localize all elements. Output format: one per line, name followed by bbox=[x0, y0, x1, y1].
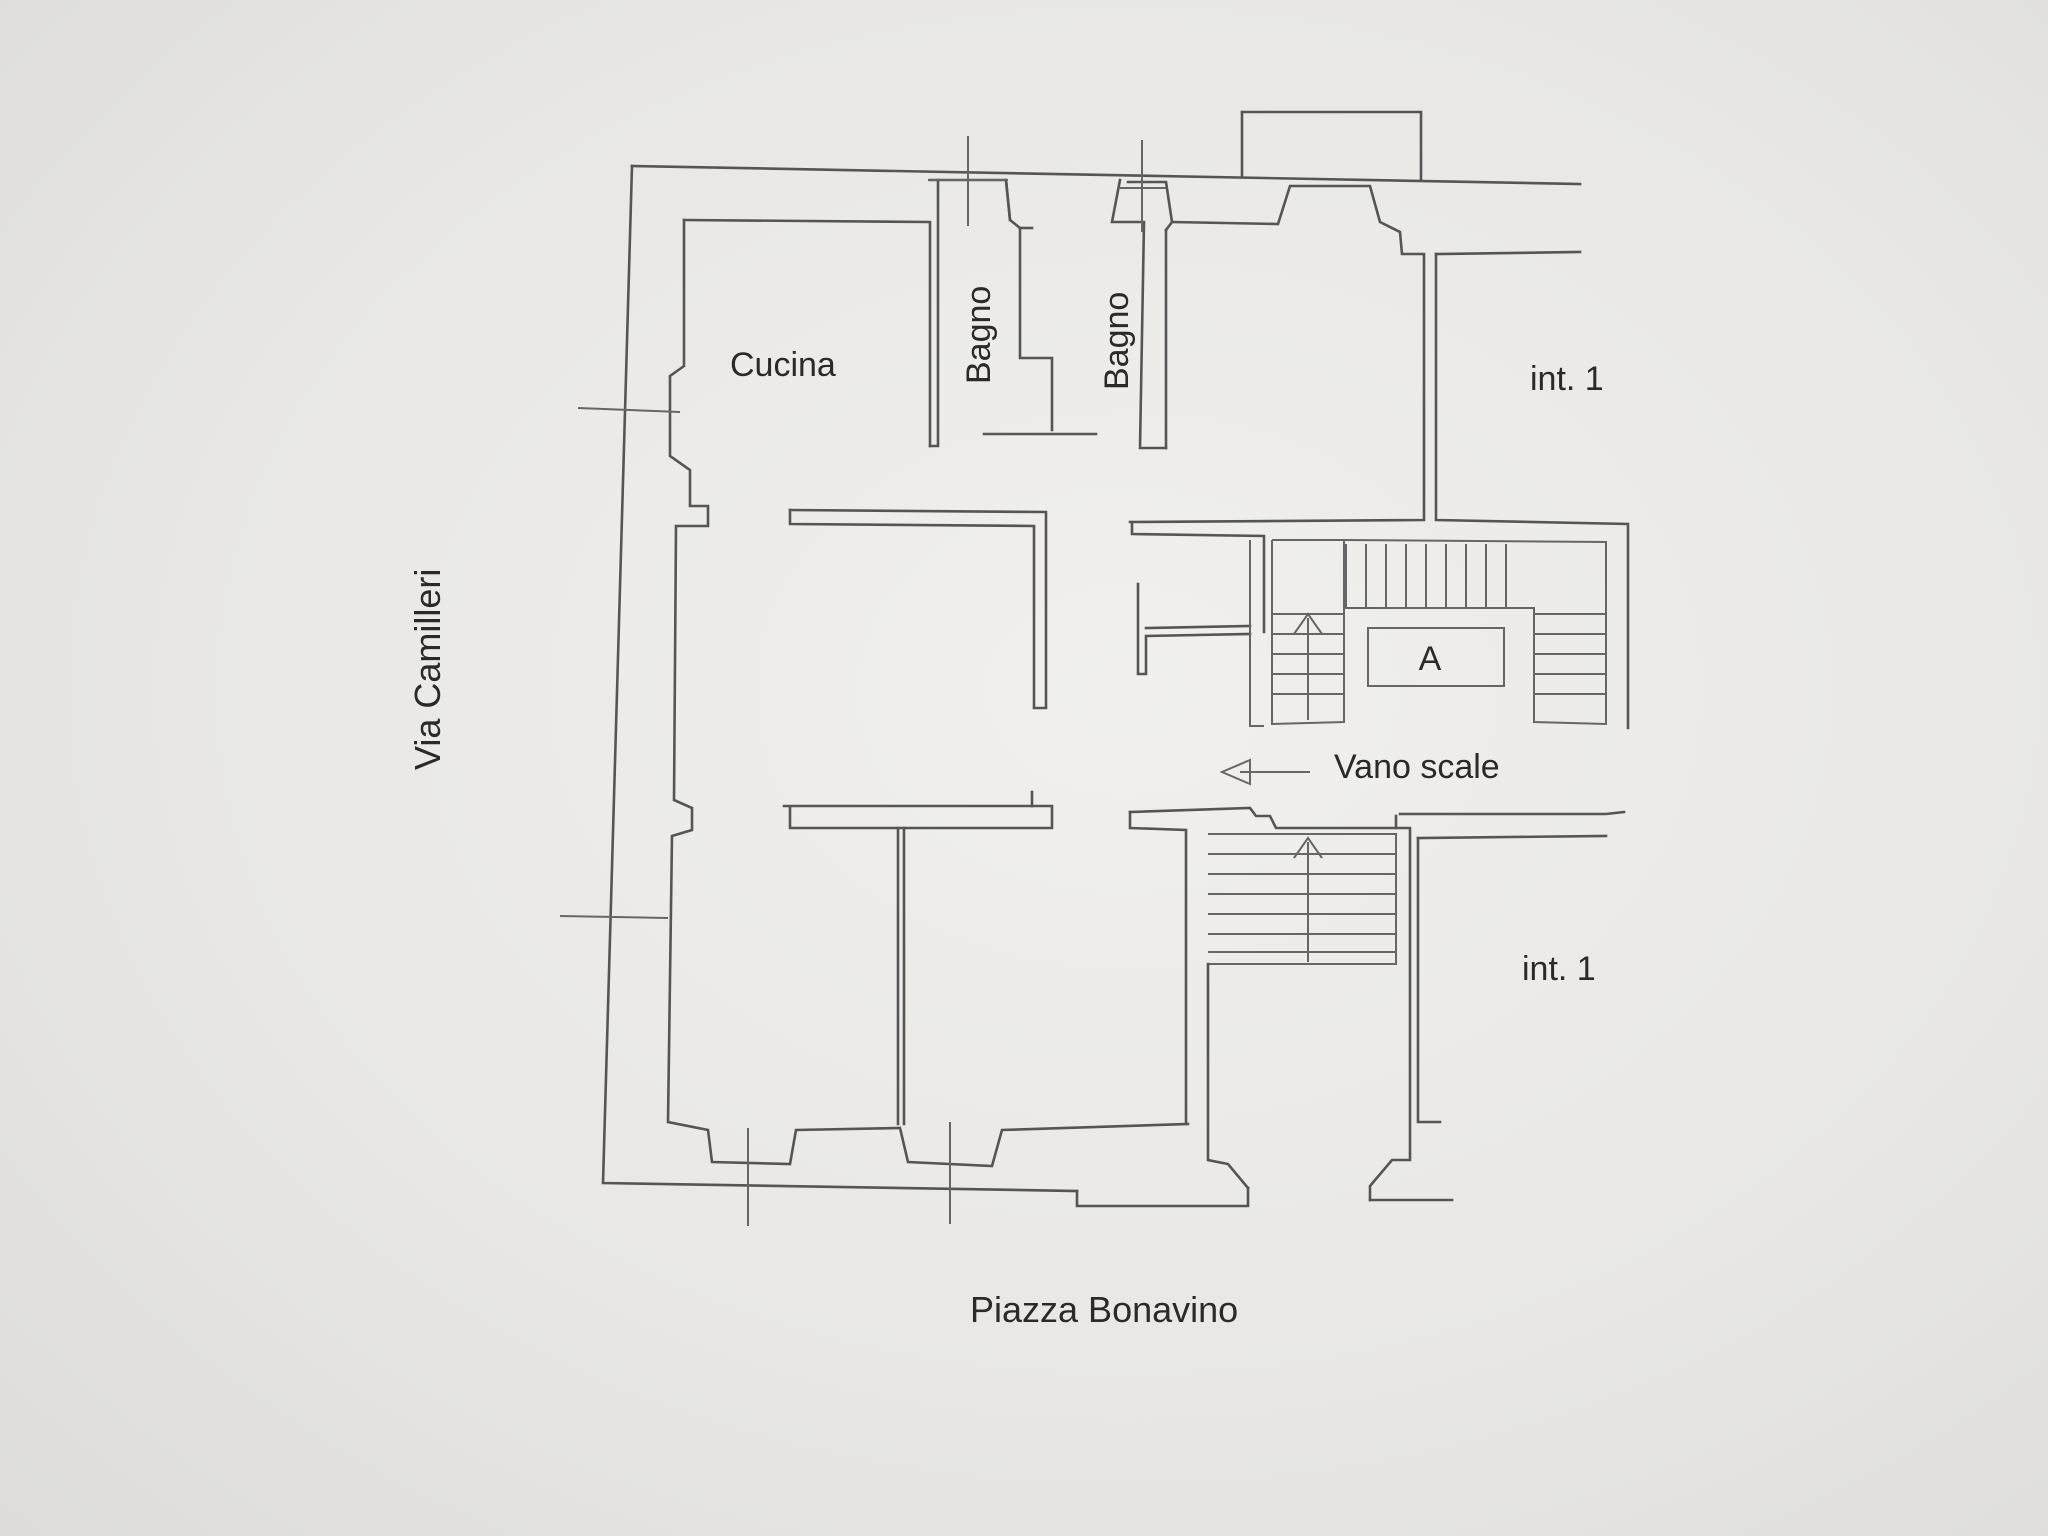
room-labels: Cucina Bagno Bagno int. 1 int. 1 Vano sc… bbox=[730, 286, 1604, 988]
inner-west-wall bbox=[666, 178, 1190, 1168]
lift-label: A bbox=[1419, 640, 1442, 678]
int-upper-label: int. 1 bbox=[1530, 360, 1604, 398]
up-arrow-icon bbox=[1293, 836, 1323, 962]
vano-scale-label: Vano scale bbox=[1334, 748, 1500, 786]
upper-staircase bbox=[1249, 539, 1607, 727]
right-upper-walls bbox=[1130, 250, 1630, 730]
bagno-left-label: Bagno bbox=[960, 286, 998, 384]
int-lower-label: int. 1 bbox=[1522, 950, 1596, 988]
piazza-bonavino-label: Piazza Bonavino bbox=[970, 1289, 1238, 1330]
up-arrow-icon bbox=[1293, 612, 1323, 720]
lower-staircase bbox=[1208, 833, 1397, 965]
street-labels: Via Camilleri Piazza Bonavino bbox=[407, 569, 1238, 1330]
right-lower-walls bbox=[1206, 810, 1626, 1202]
via-camilleri-label: Via Camilleri bbox=[407, 569, 448, 770]
bagno-right-label: Bagno bbox=[1098, 292, 1136, 390]
outer-walls bbox=[601, 110, 1582, 1208]
lift-box: A bbox=[1367, 627, 1505, 687]
bathroom-walls bbox=[928, 178, 1426, 524]
cucina-label: Cucina bbox=[730, 346, 836, 384]
corridor-partitions bbox=[782, 508, 1398, 1126]
left-arrow-icon bbox=[1219, 758, 1310, 786]
window-marks bbox=[559, 136, 1166, 1226]
